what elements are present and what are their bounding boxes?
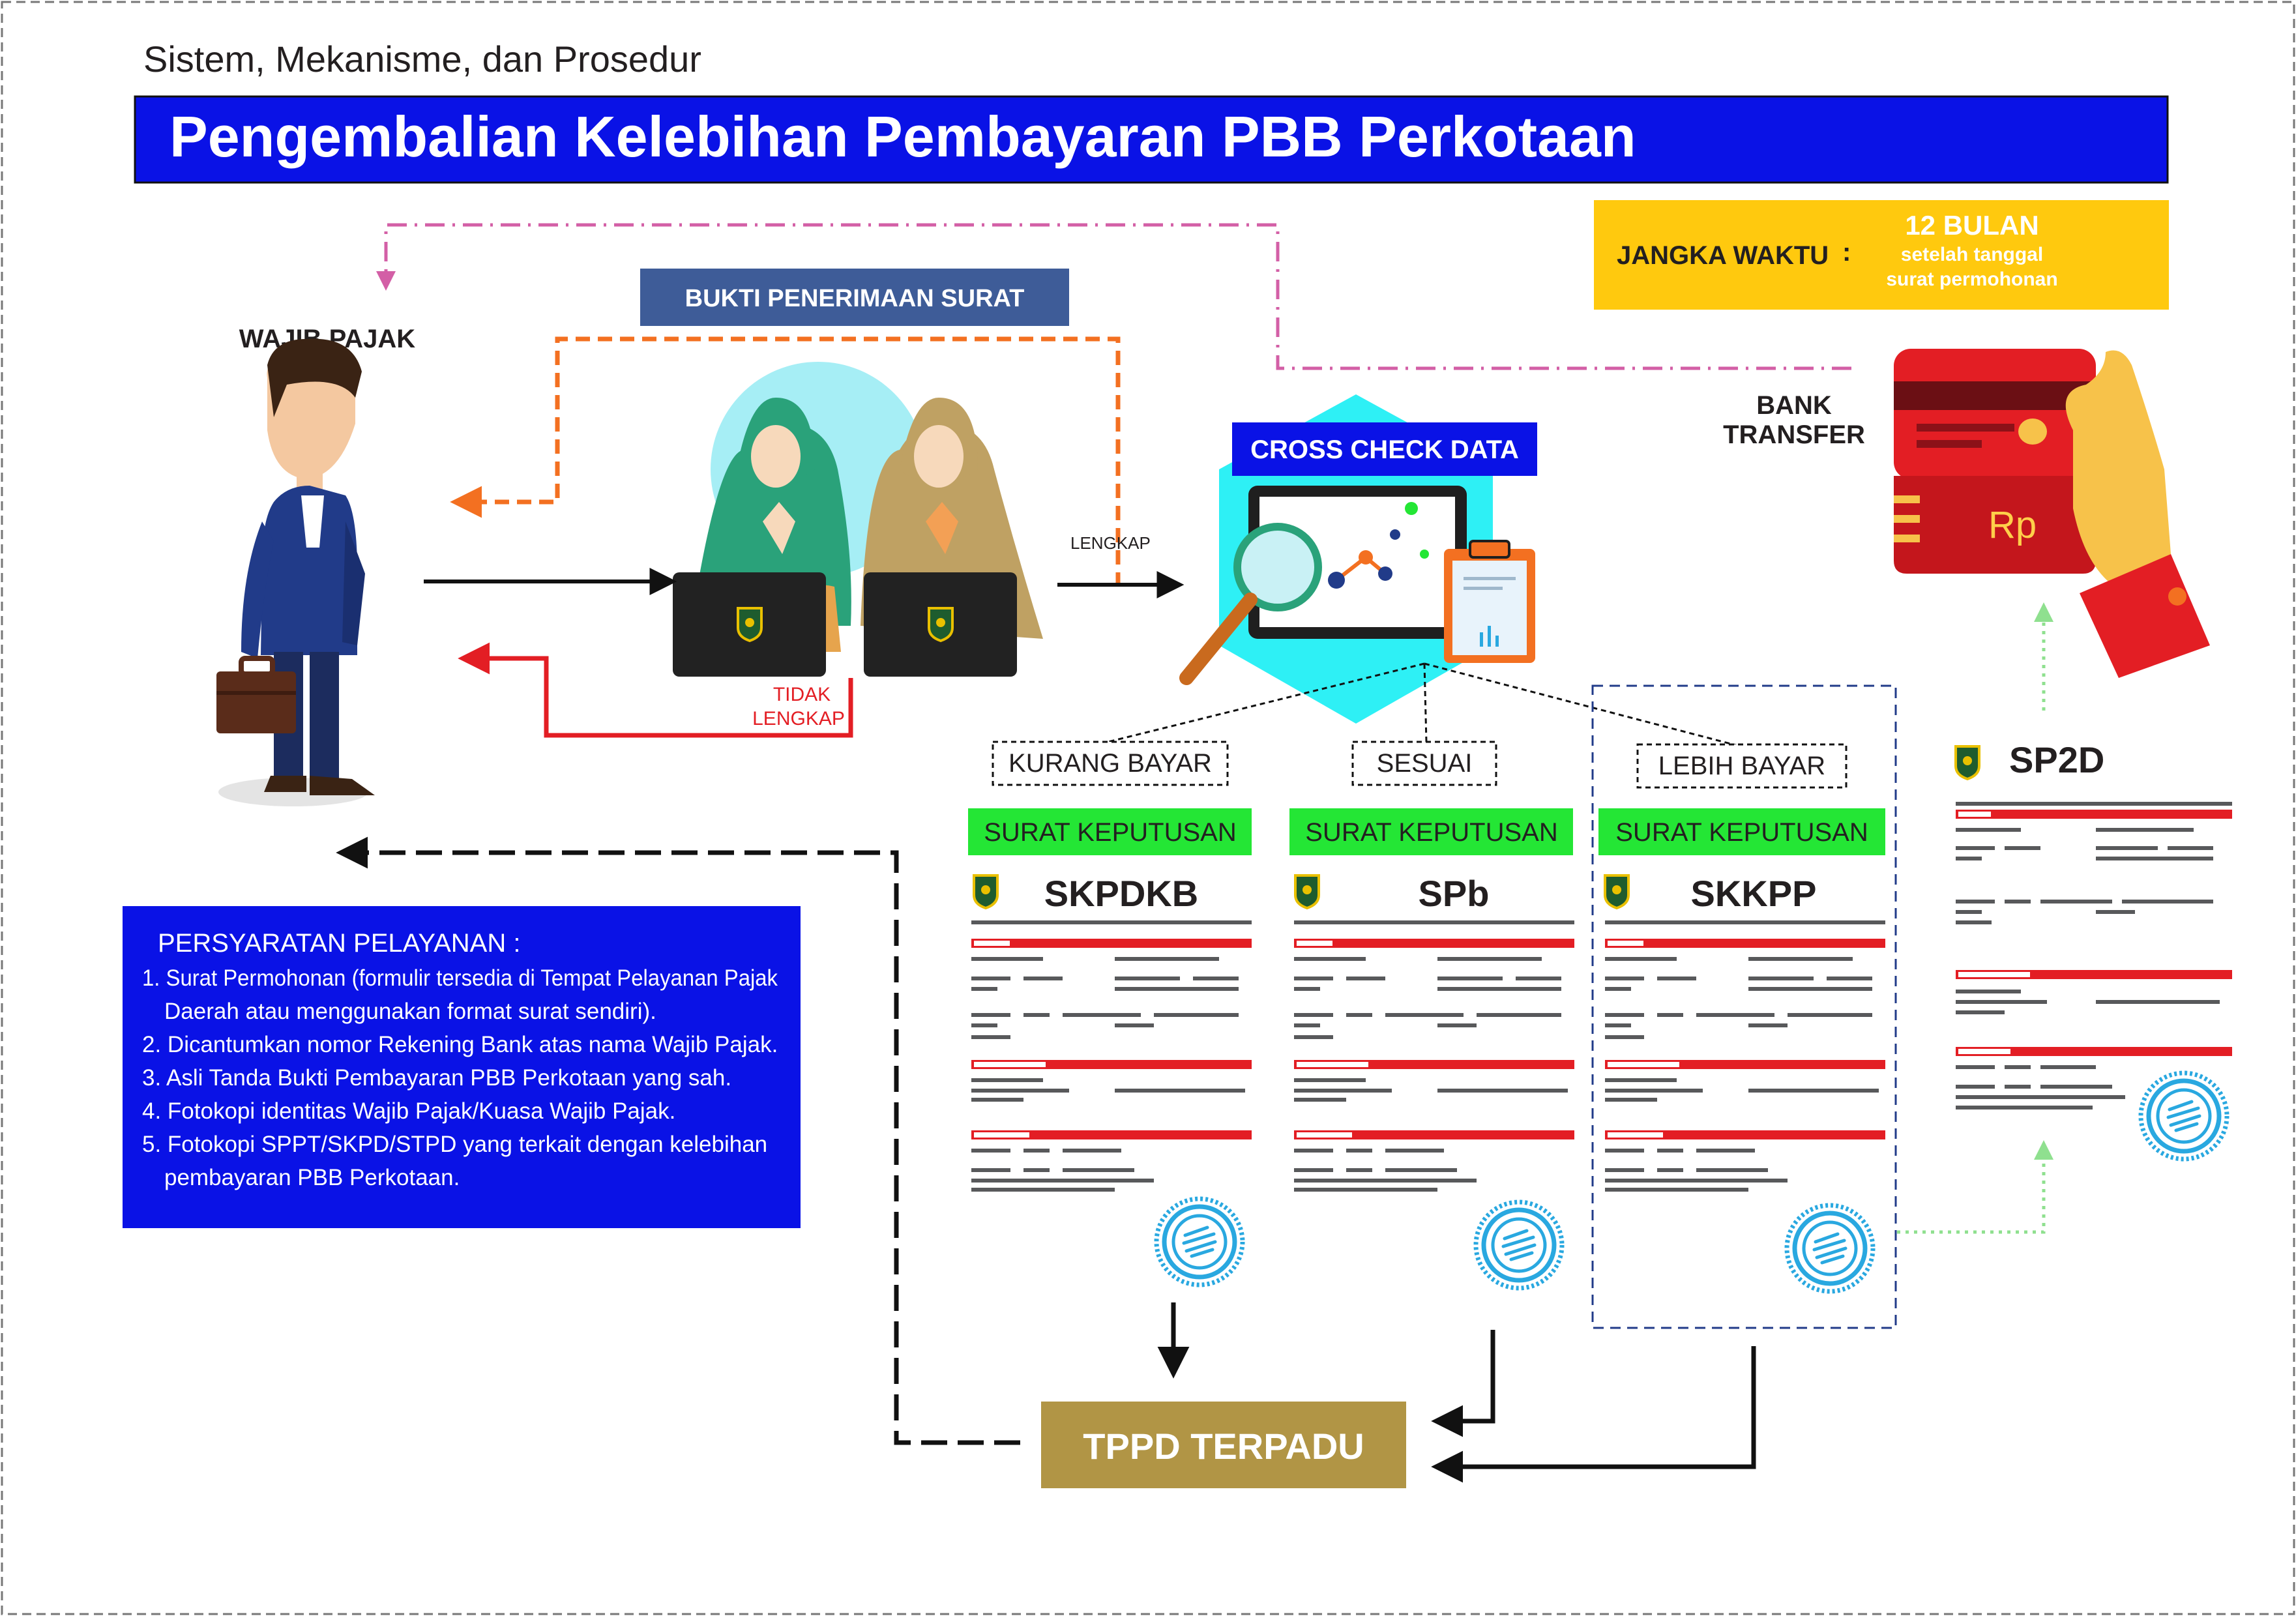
decision-bar-1 (968, 808, 1252, 855)
doc-title-skpdkb: SKPDKB (1044, 873, 1198, 914)
laptop-analysis-icon (1179, 486, 1467, 685)
skkpp-to-sp2d-arrow (1897, 1140, 2053, 1234)
tidak-lengkap-line1: TIDAK (773, 684, 831, 705)
tppd-return-arrow (336, 836, 1020, 1445)
tidak-lengkap-line2: LENGKAP (752, 708, 845, 729)
branch-lebih-label: LEBIH BAYAR (1658, 752, 1825, 780)
requirement-line-2: Daerah atau menggunakan format surat sen… (164, 999, 656, 1024)
decision-label-2: SURAT KEPUTUSAN (1305, 818, 1557, 847)
clipboard-icon (1444, 540, 1535, 663)
emblem-sp2d-icon (1954, 745, 1980, 780)
bukti-penerimaan-box (640, 269, 1069, 326)
requirements-heading: PERSYARATAN PELAYANAN : (158, 929, 520, 958)
stamp-skkpp-icon (1787, 1205, 1873, 1291)
emblem-skkpp-icon (1604, 874, 1630, 909)
branch-line-lebih (1424, 662, 1741, 748)
spb-to-tppd-arrow (1431, 1330, 1495, 1437)
doc-body-skkpp (1605, 920, 1885, 1192)
requirement-line-1: 1. Surat Permohonan (formulir tersedia d… (142, 965, 778, 991)
incomplete-return-arrow (458, 642, 853, 738)
stamp-spb-icon (1476, 1202, 1562, 1288)
jangka-waktu-box (1594, 200, 2169, 310)
bank-card-icon: Rp (1894, 349, 2210, 678)
requirement-line-3: 2. Dicantumkan nomor Rekening Bank atas … (142, 1032, 778, 1057)
tppd-box (1041, 1402, 1406, 1488)
decision-label-1: SURAT KEPUTUSAN (984, 818, 1236, 847)
branch-sesuai-box (1351, 741, 1497, 786)
doc-body-sp2d (1956, 802, 2232, 1109)
branch-kurang-label: KURANG BAYAR (1008, 749, 1212, 778)
decision-label-3: SURAT KEPUTUSAN (1615, 818, 1868, 847)
page-title: Pengembalian Kelebihan Pembayaran PBB Pe… (169, 104, 1636, 169)
requirement-line-6: 5. Fotokopi SPPT/SKPD/STPD yang terkait … (142, 1132, 767, 1157)
page-subtitle: Sistem, Mekanisme, dan Prosedur (143, 38, 701, 80)
emblem-spb-icon (1294, 874, 1320, 909)
lebih-bayar-container (1591, 684, 1897, 1329)
requirement-line-4: 3. Asli Tanda Bukti Pembayaran PBB Perko… (142, 1065, 731, 1091)
jangka-waktu-note-1: setelah tanggal (1901, 244, 2043, 265)
cross-check-box (1232, 422, 1537, 476)
taxpayer-figure-icon (216, 338, 375, 806)
requirement-line-5: 4. Fotokopi identitas Wajib Pajak/Kuasa … (142, 1098, 675, 1124)
receipt-return-arrow (450, 336, 1121, 587)
bank-transfer-line1: BANK (1756, 391, 1832, 420)
branch-lebih-box (1636, 743, 1847, 789)
officers-icon (673, 362, 1043, 677)
stamp-skpdkb-icon (1156, 1199, 1243, 1285)
cross-check-label: CROSS CHECK DATA (1250, 435, 1519, 464)
jangka-waktu-value: 12 BULAN (1905, 210, 2038, 241)
requirements-box (123, 906, 801, 1228)
emblem-skpdkb-icon (973, 874, 999, 909)
branch-sesuai-label: SESUAI (1377, 749, 1473, 778)
decision-bar-3 (1598, 808, 1885, 855)
sp2d-title: SP2D (2009, 739, 2104, 780)
jangka-waktu-note-2: surat permohonan (1886, 269, 2057, 290)
doc-body-skpdkb (971, 920, 1252, 1192)
bank-currency: Rp (1988, 504, 2037, 546)
title-bar (134, 95, 2169, 184)
branch-line-sesuai (1423, 663, 1428, 742)
doc-body-spb (1294, 920, 1574, 1192)
lengkap-label: LENGKAP (1070, 533, 1151, 553)
bank-transfer-line2: TRANSFER (1723, 420, 1865, 449)
branch-kurang-box (992, 741, 1229, 786)
jangka-waktu-colon: : (1842, 238, 1851, 267)
doc-title-spb: SPb (1419, 873, 1490, 914)
doc-title-skkpp: SKKPP (1691, 873, 1817, 914)
skkpp-to-tppd-arrow (1431, 1346, 1756, 1483)
tppd-label: TPPD TERPADU (1083, 1426, 1364, 1467)
bukti-penerimaan-label: BUKTI PENERIMAAN SURAT (685, 285, 1025, 312)
jangka-waktu-label: JANGKA WAKTU (1617, 241, 1829, 270)
requirement-line-7: pembayaran PBB Perkotaan. (164, 1165, 460, 1190)
decision-bar-2 (1289, 808, 1573, 855)
stamp-sp2d-icon (2141, 1073, 2227, 1159)
refund-return-arrow (376, 223, 1851, 370)
